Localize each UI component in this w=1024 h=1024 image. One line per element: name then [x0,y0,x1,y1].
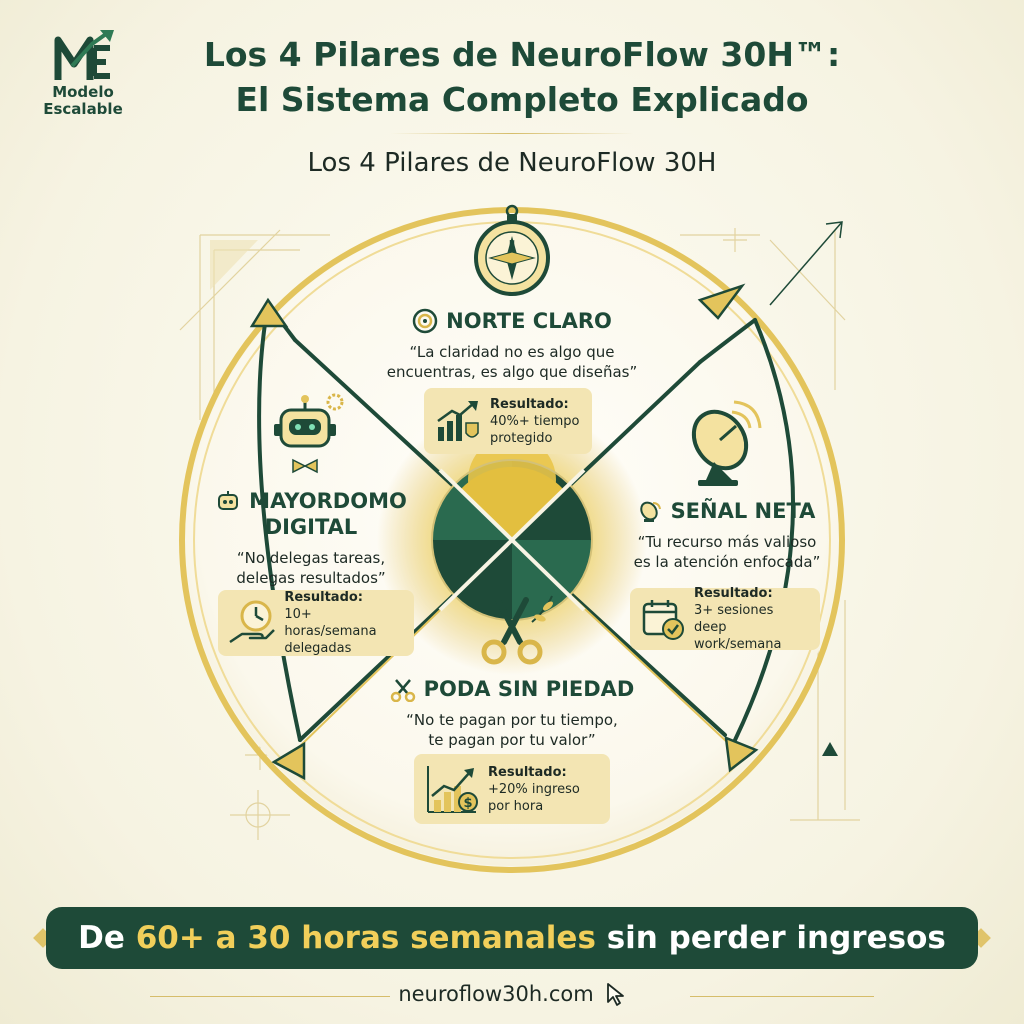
svg-text:N: N [509,239,515,248]
cursor-icon [606,983,624,1006]
result-line1: 3+ sesiones deep [693,603,774,635]
pillar-mayordomo-digital: MAYORDOMO DIGITAL “No delegas tareas, de… [198,488,424,588]
pillar-title: NORTE CLARO [446,309,612,333]
result-label: Resultado: [488,764,567,780]
summary-banner: De 60+ a 30 horas semanales sin perder i… [33,907,991,969]
arrow-heads [249,283,759,781]
svg-text:$: $ [463,796,472,811]
calendar-check-icon [642,600,684,640]
center-hub [431,436,593,621]
satellite-dish-small-icon [639,501,661,522]
result-line2: delegadas [284,641,352,656]
pillar-norte-claro: NORTE CLARO “La claridad no es algo que … [362,308,662,382]
title-divider [390,133,634,134]
website-link[interactable]: neuroflow30h.com [398,982,594,1006]
pillar-title: SEÑAL NETA [670,499,816,523]
pillar-title-line2: DIGITAL [264,515,358,539]
result-label: Resultado: [490,396,569,412]
pillar-quote-line1: “La claridad no es algo que [409,343,615,361]
pruning-shears-icon [481,595,553,665]
pillar-title: PODA SIN PIEDAD [423,677,635,701]
result-box-senal: Resultado: 3+ sesiones deep work/semana [630,586,820,652]
result-line1: 40%+ tiempo [490,413,580,429]
brand-logo: Modelo Escalable [28,26,138,118]
scissors-icon [390,679,415,702]
clock-hand-icon [229,600,275,644]
compass-icon: N [474,204,550,296]
pillar-quote-line1: “No te pagan por tu tiempo, [406,711,618,729]
pillar-quote-line1: “Tu recurso más valioso [637,533,817,551]
result-line1: 10+ horas/semana [284,607,377,639]
pillar-poda-sin-piedad: PODA SIN PIEDAD “No te pagan por tu tiem… [352,676,672,750]
pillar-quote-line2: es la atención enfocada” [633,553,821,571]
pillar-quote-line2: te pagan por tu valor” [428,731,596,749]
pillar-quote-line1: “No delegas tareas, [236,549,386,567]
target-icon [412,308,438,334]
footer-rule-left [150,996,390,997]
banner-highlight: 60+ a 30 horas semanales [135,920,596,956]
footer-rule-right [690,996,874,997]
revenue-chart-icon: $ [427,766,478,813]
pillar-quote-line2: encuentras, es algo que diseñas” [386,363,638,381]
result-line2: protegido [490,430,553,446]
title-line1: Los 4 Pilares de NeuroFlow 30H™: [203,35,841,74]
growth-shield-icon [437,401,479,441]
pillar-senal-neta: SEÑAL NETA “Tu recurso más valioso es la… [612,498,842,572]
logo-text-line2: Escalable [43,100,123,118]
satellite-dish-icon [691,400,762,486]
outer-ring [179,207,845,873]
banner-text-part2: sin perder ingresos [606,920,946,956]
pillar-quote-line2: delegas resultados” [236,569,386,587]
result-line2: work/semana [693,637,782,652]
modelo-escalable-logo-icon [54,30,114,80]
page-subtitle: Los 4 Pilares de NeuroFlow 30H [307,148,717,178]
result-label: Resultado: [693,586,773,601]
page-title: Los 4 Pilares de NeuroFlow 30H™: El Sist… [120,32,924,122]
logo-text-line1: Modelo [52,83,114,101]
result-line1: +20% ingreso [488,781,580,797]
result-line2: por hora [488,798,544,814]
robot-butler-icon [274,393,344,474]
footer: neuroflow30h.com [230,982,794,1006]
robot-icon [218,491,239,510]
result-box-norte: Resultado: 40%+ tiempo protegido [424,388,592,454]
result-box-poda: $ Resultado: +20% ingreso por hora [414,754,610,824]
result-label: Resultado: [284,590,364,605]
pillar-title-line1: MAYORDOMO [249,489,407,513]
title-line2: El Sistema Completo Explicado [235,80,809,119]
result-box-mayordomo: Resultado: 10+ horas/semana delegadas [218,590,414,656]
banner-text-part1: De [78,920,125,956]
